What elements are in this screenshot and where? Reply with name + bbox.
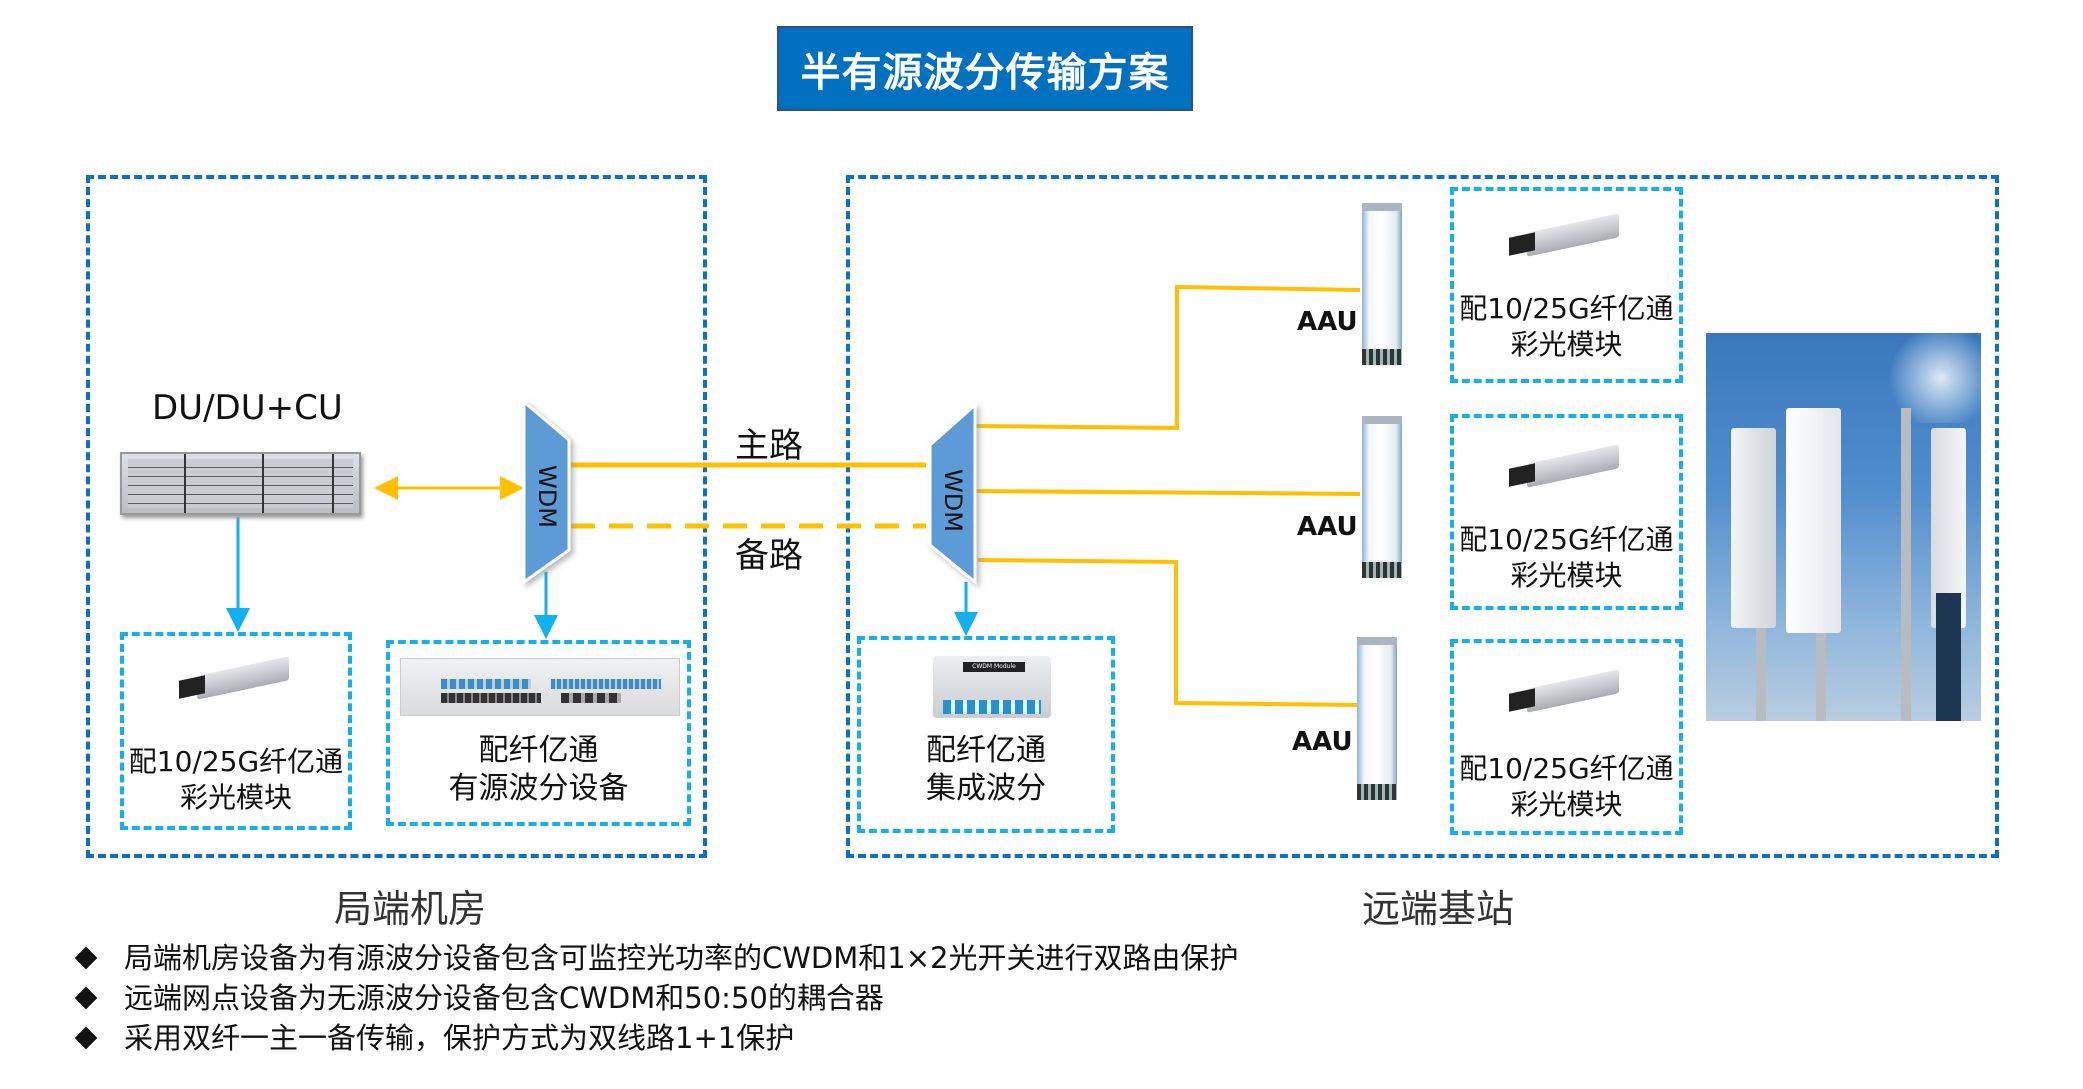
diamond-bullet-icon: [74, 986, 98, 1010]
aau-label-3: AAU: [1292, 727, 1353, 757]
sfp-module-icon: [1509, 444, 1621, 488]
aau-module-box-1: 配10/25G纤亿通 彩光模块: [1450, 187, 1683, 383]
central-wdm-shape: [522, 398, 571, 585]
module-caption-line1: 配10/25G纤亿通: [1459, 523, 1674, 556]
page-title: 半有源波分传输方案: [777, 26, 1193, 111]
aau-label-1: AAU: [1297, 307, 1358, 337]
aau-label-2: AAU: [1297, 512, 1358, 542]
tower-photo: [1706, 333, 1981, 721]
notes-list: 局端机房设备为有源波分设备包含可监控光功率的CWDM和1×2光开关进行双路由保护…: [70, 938, 1238, 1058]
active-wdm-caption-line1: 配纤亿通: [478, 733, 599, 768]
optical-module-box: 配10/25G纤亿通 彩光模块: [120, 632, 352, 830]
active-wdm-caption-line2: 有源波分设备: [448, 771, 629, 806]
remote-wdm-shape: [928, 401, 977, 586]
central-wdm-label: WDM: [533, 465, 561, 528]
aau-unit-1: [1362, 203, 1402, 365]
du-device-image: [120, 452, 361, 515]
sfp-module-icon: [1509, 213, 1621, 257]
sfp-module-icon: [179, 656, 291, 700]
sfp-module-icon: [1509, 669, 1621, 713]
diamond-bullet-icon: [74, 1026, 98, 1050]
aau-unit-3: [1357, 637, 1397, 800]
remote-site-label: 远端基站: [1362, 887, 1515, 931]
fiber-to-aau-1: [975, 284, 1361, 431]
aau-module-box-2: 配10/25G纤亿通 彩光模块: [1450, 414, 1683, 610]
integrated-wdm-caption-line2: 集成波分: [926, 771, 1046, 806]
integrated-wdm-caption-line1: 配纤亿通: [926, 733, 1046, 768]
fiber-to-aau-3: [977, 558, 1361, 707]
aau-module-box-3: 配10/25G纤亿通 彩光模块: [1450, 639, 1683, 835]
page-title-text: 半有源波分传输方案: [800, 49, 1170, 96]
note-item: 采用双纤一主一备传输，保护方式为双线路1+1保护: [70, 1018, 1238, 1058]
integrated-wdm-box: CWDM Module 配纤亿通 集成波分: [857, 636, 1115, 833]
fiber-to-aau-2: [975, 489, 1361, 496]
module-caption-line2: 彩光模块: [1510, 328, 1623, 361]
module-caption-line2: 彩光模块: [1510, 559, 1623, 592]
active-wdm-device-image: [400, 658, 680, 716]
module-caption-line1: 配10/25G纤亿通: [1459, 292, 1674, 325]
module-caption-line1: 配10/25G纤亿通: [128, 745, 344, 778]
note-item: 远端网点设备为无源波分设备包含CWDM和50:50的耦合器: [70, 978, 1238, 1018]
module-caption-line1: 配10/25G纤亿通: [1459, 752, 1674, 785]
central-office-label: 局端机房: [334, 887, 487, 931]
du-label: DU/DU+CU: [152, 388, 343, 428]
remote-wdm-label: WDM: [939, 469, 967, 532]
backup-link-label: 备路: [735, 536, 803, 576]
cwdm-module-label: CWDM Module: [963, 662, 1025, 672]
module-caption-line2: 彩光模块: [1510, 788, 1623, 821]
primary-link-label: 主路: [735, 426, 803, 466]
module-caption-line2: 彩光模块: [179, 781, 292, 814]
note-item: 局端机房设备为有源波分设备包含可监控光功率的CWDM和1×2光开关进行双路由保护: [70, 938, 1238, 978]
remote-site-region: [846, 175, 1999, 858]
cwdm-module-image: CWDM Module: [933, 656, 1051, 718]
central-office-region: [86, 175, 707, 858]
aau-unit-2: [1362, 416, 1402, 578]
active-wdm-box: 配纤亿通 有源波分设备: [386, 640, 691, 826]
diamond-bullet-icon: [74, 946, 98, 970]
